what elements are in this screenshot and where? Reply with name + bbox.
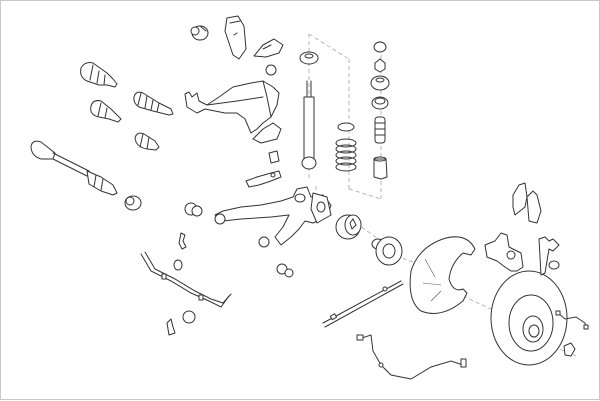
- strut-cap: [373, 41, 387, 53]
- bushing-top: [190, 25, 209, 41]
- wear-sensor: [555, 310, 589, 330]
- mount-bracket: [224, 15, 247, 60]
- subframe-arm: [184, 80, 282, 144]
- control-arm-bushings: [184, 202, 294, 278]
- wheel-hub: [371, 236, 403, 266]
- link-plate: [245, 170, 282, 188]
- coil-spring: [335, 122, 357, 172]
- cv-boot-inner-2: [134, 132, 160, 151]
- brake-backing-plate: [409, 236, 476, 314]
- bearing-ring: [371, 96, 389, 110]
- brake-pads: [512, 182, 542, 224]
- brake-cable: [322, 280, 404, 328]
- cv-boot-inner-1: [133, 91, 174, 116]
- control-arm: [214, 186, 332, 246]
- stabilizer-bar: [140, 251, 232, 308]
- engine-mount-small: [253, 38, 284, 58]
- dust-cover: [373, 156, 388, 180]
- cv-joint-bushing: [124, 195, 142, 211]
- bump-stop: [374, 116, 386, 144]
- brake-disc: [490, 270, 568, 366]
- stabilizer-link-clips: [166, 232, 196, 336]
- shock-absorber: [299, 51, 319, 170]
- hub-cap: [563, 342, 576, 357]
- abs-sensor: [356, 334, 467, 380]
- wheel-bearing: [335, 214, 362, 240]
- drive-shaft: [30, 140, 118, 196]
- brake-caliper: [484, 232, 524, 272]
- strut-nut: [374, 58, 386, 73]
- caliper-bracket: [538, 236, 560, 276]
- bushing-arm: [268, 150, 280, 164]
- cv-boot-outer-2: [90, 100, 122, 123]
- bearing-cup: [370, 75, 390, 91]
- cv-boot-outer-1: [80, 62, 118, 88]
- small-bushing: [265, 64, 277, 76]
